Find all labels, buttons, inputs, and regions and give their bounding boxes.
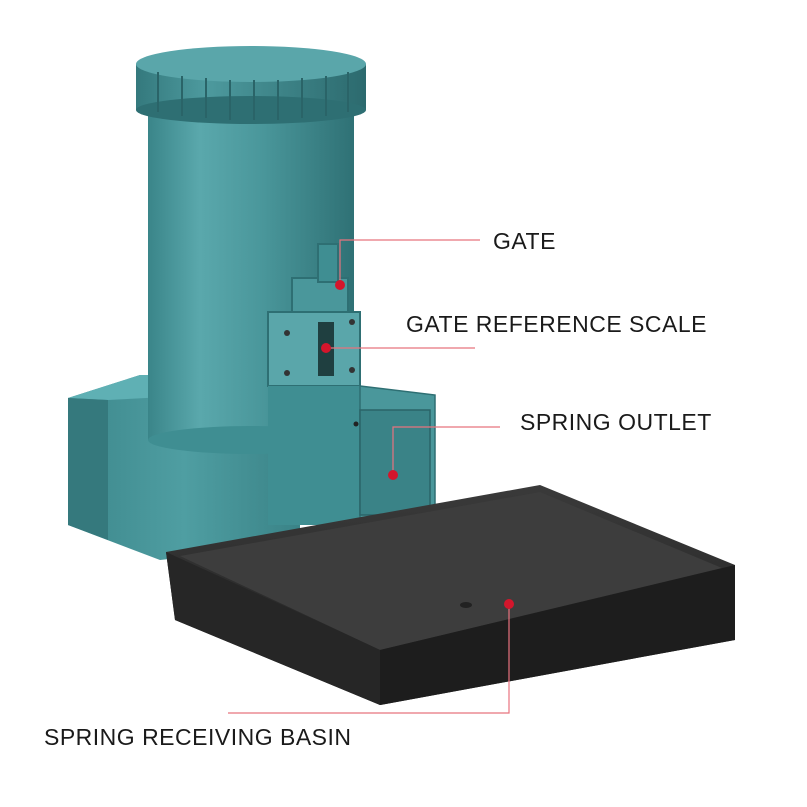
pointer-dots bbox=[321, 280, 514, 609]
label-gate-reference-scale: GATE REFERENCE SCALE bbox=[406, 311, 707, 337]
leader-line-gate bbox=[339, 239, 480, 285]
leader-line-outlet bbox=[392, 426, 500, 475]
device-cap bbox=[136, 46, 366, 124]
label-gate: GATE bbox=[493, 228, 556, 254]
label-spring-outlet: SPRING OUTLET bbox=[520, 409, 712, 435]
leader-lines bbox=[228, 239, 510, 714]
label-spring-receiving-basin: SPRING RECEIVING BASIN bbox=[44, 724, 352, 750]
spring-receiving-basin bbox=[166, 485, 735, 705]
gate bbox=[291, 243, 349, 315]
red-dot-icon bbox=[335, 280, 345, 290]
red-dot-icon bbox=[321, 343, 331, 353]
red-dot-icon bbox=[388, 470, 398, 480]
red-dot-icon bbox=[504, 599, 514, 609]
leader-line-basin bbox=[228, 604, 510, 714]
gate-reference-scale bbox=[267, 311, 361, 387]
